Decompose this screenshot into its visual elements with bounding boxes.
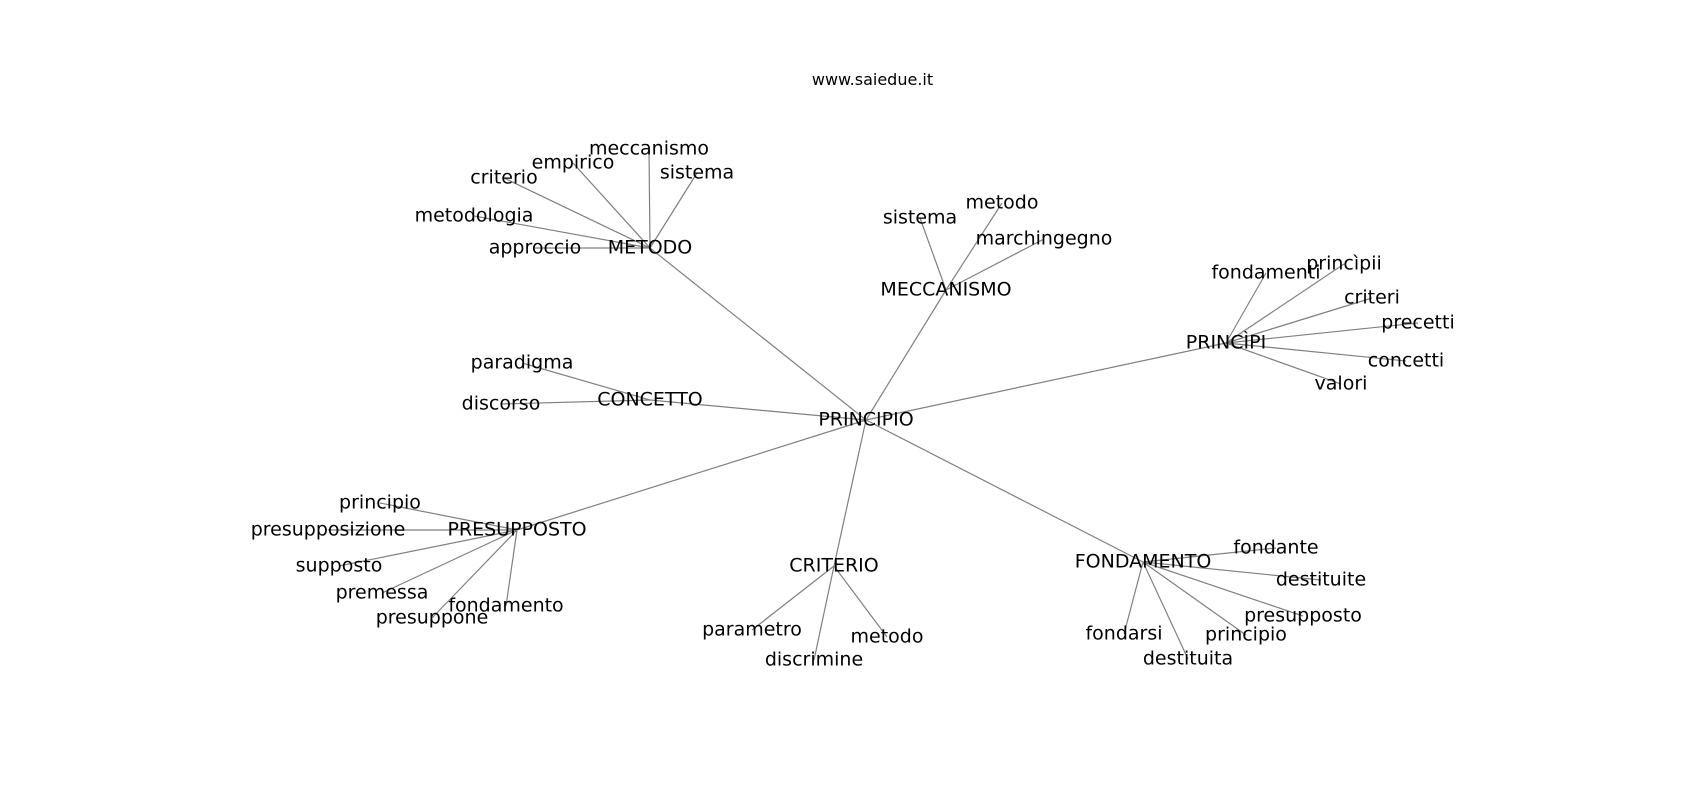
labels-layer: PRINCIPIOMETODOmeccanismoempiricocriteri… — [251, 138, 1455, 671]
edge-metodo-metodologia — [473, 215, 651, 249]
leaf-node-principi-concetti: concetti — [1368, 350, 1444, 372]
leaf-node-presupposto-premessa: premessa — [336, 582, 429, 604]
edge-presupposto-premessa — [381, 529, 518, 594]
leaf-node-principi-precetti: precetti — [1381, 312, 1454, 334]
leaf-node-presupposto-fondamento: fondamento — [448, 595, 563, 617]
edge-root-concetto — [649, 399, 867, 421]
edge-fondamento-fondarsi — [1123, 561, 1144, 635]
edge-presupposto-fondamento — [505, 529, 518, 607]
edges-layer — [328, 148, 1419, 661]
leaf-node-metodo-approccio: approccio — [489, 237, 582, 259]
edge-concetto-discorso — [500, 399, 651, 405]
edge-metodo-sistema — [649, 172, 698, 249]
edge-root-criterio — [833, 419, 867, 567]
edge-fondamento-destituite — [1142, 561, 1322, 581]
leaf-node-fondamento-fondante: fondante — [1233, 537, 1318, 559]
edge-principi-concetti — [1225, 342, 1407, 362]
edge-root-principi — [865, 342, 1227, 421]
edge-criterio-discrimine — [813, 565, 835, 661]
branch-node-meccanismo: MECCANISMO — [880, 279, 1011, 301]
leaf-node-presupposto-presupposizione: presupposizione — [251, 519, 406, 541]
edge-metodo-meccanismo — [648, 148, 651, 249]
leaf-node-fondamento-presupposto: presupposto — [1244, 605, 1362, 627]
leaf-node-principi-principii: princìpii — [1306, 253, 1382, 275]
leaf-node-criterio-discrimine: discrimine — [765, 649, 863, 671]
leaf-node-meccanismo-metodo: metodo — [966, 192, 1039, 214]
leaf-node-presupposto-principio: principio — [339, 492, 421, 514]
leaf-node-principi-criteri: criteri — [1344, 287, 1400, 309]
edge-fondamento-presupposto — [1142, 561, 1304, 617]
leaf-node-metodo-sistema: sistema — [660, 162, 734, 184]
edge-fondamento-destituita — [1142, 561, 1189, 660]
edge-meccanismo-sistema — [919, 217, 947, 291]
leaf-node-presupposto-presuppone: presuppone — [376, 607, 489, 629]
leaf-node-metodo-meccanismo: meccanismo — [589, 138, 709, 160]
edge-principi-fondamenti — [1225, 272, 1267, 344]
leaf-node-metodo-criterio: criterio — [470, 167, 537, 189]
leaf-node-fondamento-fondarsi: fondarsi — [1085, 623, 1162, 645]
leaf-node-meccanismo-sistema: sistema — [883, 207, 957, 229]
edge-meccanismo-metodo — [945, 202, 1003, 291]
edge-concetto-paradigma — [521, 362, 651, 401]
leaf-node-metodo-empirico: empirico — [532, 152, 615, 174]
edge-principi-principii — [1225, 263, 1345, 344]
leaf-node-principi-valori: valori — [1315, 373, 1368, 395]
edge-criterio-metodo — [833, 565, 888, 638]
edge-root-meccanismo — [865, 289, 947, 421]
leaf-node-fondamento-principio: principio — [1205, 624, 1287, 646]
leaf-node-concetto-discorso: discorso — [462, 393, 541, 415]
leaf-node-meccanismo-marchingegno: marchingegno — [976, 228, 1113, 250]
edge-meccanismo-marchingegno — [945, 238, 1045, 291]
edge-presupposto-supposto — [338, 529, 518, 567]
edge-presupposto-principio — [379, 502, 518, 531]
site-url: www.saiedue.it — [811, 70, 934, 89]
edge-fondamento-principio — [1142, 561, 1247, 636]
edge-metodo-criterio — [503, 177, 651, 249]
leaf-node-principi-fondamenti: fondamenti — [1211, 262, 1320, 284]
edge-presupposto-presuppone — [431, 529, 518, 619]
leaf-node-metodo-metodologia: metodologia — [415, 205, 534, 227]
edge-root-presupposto — [516, 419, 867, 531]
leaf-node-fondamento-destituite: destituite — [1276, 569, 1366, 591]
edge-root-metodo — [649, 247, 867, 421]
leaf-node-criterio-metodo: metodo — [851, 626, 924, 648]
branch-node-fondamento: FONDAMENTO — [1075, 551, 1212, 573]
leaf-node-concetto-paradigma: paradigma — [471, 352, 574, 374]
edge-criterio-parametro — [751, 565, 835, 631]
branch-node-presupposto: PRESUPPOSTO — [447, 519, 586, 541]
edge-principi-criteri — [1225, 297, 1373, 344]
edge-fondamento-fondante — [1142, 547, 1277, 563]
root-node-label: PRINCIPIO — [818, 409, 913, 431]
edge-principi-valori — [1225, 342, 1342, 385]
branch-node-criterio: CRITERIO — [789, 555, 878, 577]
branch-node-principi: PRINCÌPI — [1186, 331, 1266, 354]
edge-root-fondamento — [865, 419, 1144, 563]
edge-principi-precetti — [1225, 322, 1419, 344]
edge-metodo-empirico — [572, 162, 651, 249]
leaf-node-fondamento-destituita: destituita — [1143, 648, 1233, 670]
branch-node-concetto: CONCETTO — [597, 389, 703, 411]
leaf-node-presupposto-supposto: supposto — [296, 555, 383, 577]
leaf-node-criterio-parametro: parametro — [702, 619, 802, 641]
branch-node-metodo: METODO — [608, 237, 693, 259]
